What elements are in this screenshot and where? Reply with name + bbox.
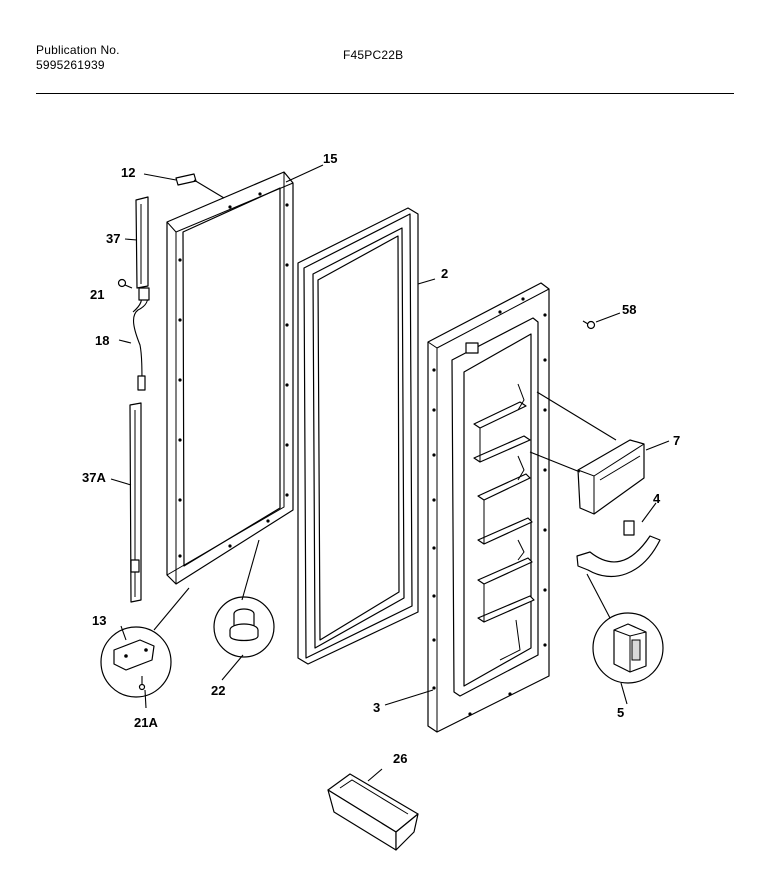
part-13-detail (100, 626, 172, 698)
part-7-bin-front (577, 439, 645, 515)
part-3-liner (427, 282, 550, 733)
part-5-detail (592, 612, 664, 684)
publication-number: 5995261939 (36, 58, 105, 72)
callout-4: 4 (653, 491, 661, 506)
callout-21: 21 (90, 287, 104, 302)
part-37-trim-upper (135, 196, 149, 289)
callout-18: 18 (95, 333, 109, 348)
callout-37: 37 (106, 231, 120, 246)
part-37a-trim-lower (129, 402, 142, 603)
callout-13: 13 (92, 613, 106, 628)
part-18-rod (132, 287, 150, 391)
part-15-frame (166, 171, 294, 585)
callout-26: 26 (393, 751, 407, 766)
callout-58: 58 (622, 302, 636, 317)
model-number: F45PC22B (343, 48, 404, 62)
leader-lines (110, 164, 670, 782)
header-rule (36, 93, 734, 94)
callout-22: 22 (211, 683, 225, 698)
callout-7: 7 (673, 433, 680, 448)
part-26-bin (327, 773, 419, 851)
liner-shelves (473, 383, 535, 661)
callout-37a: 37A (82, 470, 106, 485)
part-12-clip (175, 173, 197, 186)
part-2-gasket (297, 207, 419, 665)
part-58-screw (582, 320, 596, 330)
callout-labels: 12 15 37 21 18 37A 13 21A 22 2 58 7 4 5 … (82, 151, 680, 766)
part-21-screw (117, 278, 133, 289)
callout-3: 3 (373, 700, 380, 715)
callout-21a: 21A (134, 715, 158, 730)
part-22-detail (213, 596, 275, 658)
publication-label: Publication No. (36, 43, 120, 57)
callout-12: 12 (121, 165, 135, 180)
callout-15: 15 (323, 151, 337, 166)
part-4-shelf-rail (576, 520, 661, 578)
callout-2: 2 (441, 266, 448, 281)
callout-5: 5 (617, 705, 624, 720)
